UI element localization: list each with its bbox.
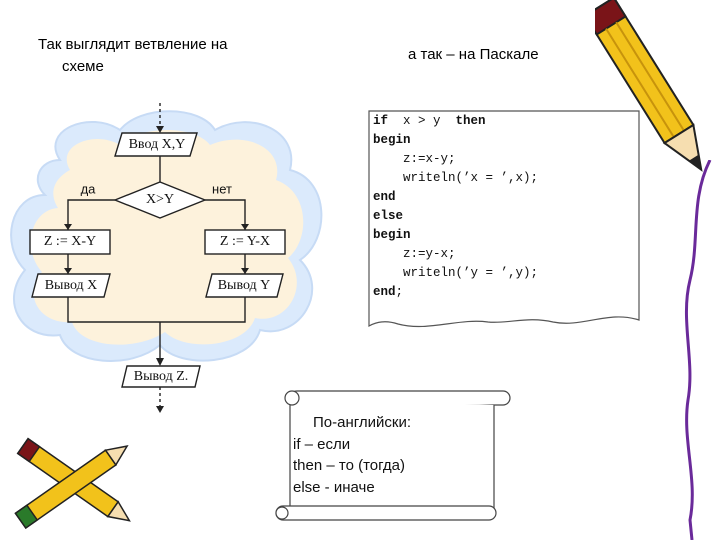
left-title-line1: Так выглядит ветвление на <box>38 36 228 53</box>
right-title: а так – на Паскале <box>408 46 539 63</box>
pencil-icon <box>595 0 703 172</box>
crossed-pencils-icon <box>14 437 131 530</box>
code-line-5: end <box>373 190 396 204</box>
flowchart-output-bottom: Вывод Z. <box>134 369 189 384</box>
pascal-code: if x > y then begin z:=x-y; writeln(’x = … <box>373 112 538 302</box>
code-line-7: begin <box>373 228 411 242</box>
flowchart-output-right: Вывод Y <box>218 278 271 293</box>
code-line-2: begin <box>373 133 411 147</box>
code-line-9: writeln(’y = ’,y); <box>373 266 539 280</box>
scroll-line-if: if – если <box>293 435 351 453</box>
flowchart: Ввод X,Y X>Y да нет Z := X-Y Z := Y-X Вы… <box>29 103 286 413</box>
flowchart-condition: X>Y <box>146 192 174 207</box>
code-semicolon: ; <box>395 285 404 299</box>
scroll-text: По-английски: if – если then – то (тогда… <box>293 412 493 498</box>
code-if: if <box>373 114 389 128</box>
flowchart-output-left: Вывод X <box>45 278 98 293</box>
flowchart-assign-right: Z := Y-X <box>220 234 270 249</box>
flowchart-assign-left: Z := X-Y <box>44 234 96 249</box>
code-line-4: writeln(’x = ’,x); <box>373 171 539 185</box>
code-page-frame <box>368 110 640 328</box>
left-title-line2: схеме <box>62 58 104 75</box>
code-then: then <box>455 114 486 128</box>
code-line-6: else <box>373 209 404 223</box>
flowchart-input: Ввод X,Y <box>129 137 186 152</box>
scroll-frame <box>275 390 511 521</box>
left-title: Так выглядит ветвление на схеме <box>38 34 288 78</box>
flowchart-yes: да <box>81 181 97 196</box>
flowchart-no: нет <box>212 181 232 196</box>
scroll-heading: По-английски: <box>313 414 412 431</box>
code-end: end <box>373 285 396 299</box>
code-line-8: z:=y-x; <box>373 247 456 261</box>
wavy-border-line <box>684 160 712 540</box>
scroll-line-then: then – то (тогда) <box>293 457 406 474</box>
code-line-3: z:=x-y; <box>373 152 456 166</box>
code-condition: x > y <box>388 114 456 128</box>
scroll-line-else: else - иначе <box>293 478 375 496</box>
